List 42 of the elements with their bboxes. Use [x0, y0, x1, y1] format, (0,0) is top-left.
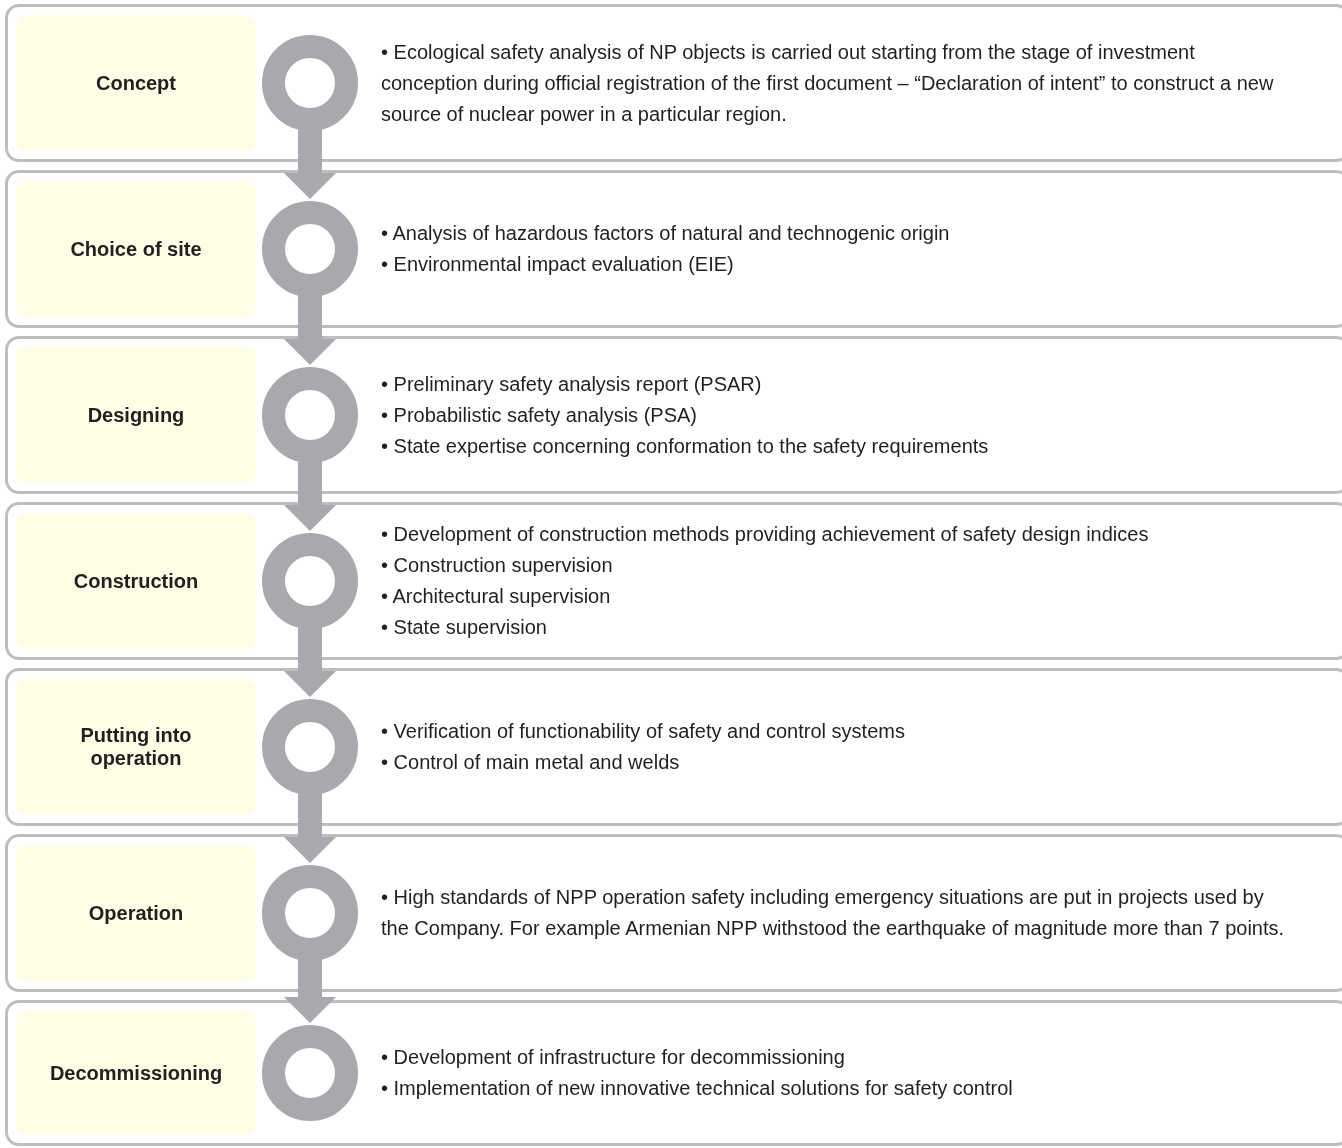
stage-band [5, 170, 1342, 328]
stage-label: Putting into operation [16, 679, 256, 815]
ring-marker [262, 865, 358, 961]
bullet-text: • Preliminary safety analysis report (PSAR) [381, 371, 763, 397]
bullet-text: • Implementation of new innovative technical solutions for safety control [381, 1076, 1014, 1101]
flow-arrow [284, 461, 336, 531]
flow-arrow [284, 959, 336, 1023]
ring-marker [262, 699, 358, 795]
ring-marker [262, 367, 358, 463]
bullet-text: • Development of construction methods providing achievement of safety design indices [381, 522, 1150, 547]
bullet-text: • Construction supervision [381, 553, 614, 578]
stage-label: Operation [16, 845, 256, 981]
bullet-text: • Ecological safety analysis of NP objects is carried out starting from the stage of investment conception during official registration of the first document – “Declaration of intent” to construct a new source of nuclear power in a particular region. [381, 39, 1275, 127]
ring-marker [262, 35, 358, 131]
stage-band [5, 1000, 1342, 1146]
stage-band [5, 668, 1342, 826]
flow-arrow [284, 793, 336, 863]
stage-label: Concept [16, 15, 256, 151]
bullet-text: • Verification of functionability of safety and control systems [381, 719, 906, 744]
bullet-text: • State expertise concerning conformation to the safety requirements [381, 433, 990, 459]
stage-label: Designing [16, 347, 256, 483]
stage-band [5, 834, 1342, 992]
ring-marker [262, 201, 358, 297]
flow-arrow [284, 295, 336, 365]
stage-label: Construction [16, 513, 256, 649]
bullet-text: • Architectural supervision [381, 584, 612, 609]
stage-label: Choice of site [16, 181, 256, 317]
flow-arrow [284, 129, 336, 199]
bullet-text: • Environmental impact evaluation (EIE) [381, 252, 735, 277]
flow-arrow [284, 627, 336, 697]
bullet-text: • Development of infrastructure for decommissioning [381, 1045, 846, 1070]
stage-label: Decommissioning [16, 1011, 256, 1135]
stage-band [5, 4, 1342, 162]
stage-band [5, 502, 1342, 660]
ring-marker [262, 1025, 358, 1121]
bullet-text: • High standards of NPP operation safety including emergency situations are put in projects used by the Company. For example Armenian NPP withstood the earthquake of magnitude more than 7 points. [381, 885, 1286, 941]
bullet-text: • Analysis of hazardous factors of natural and technogenic origin [381, 221, 951, 246]
bullet-text: • Control of main metal and welds [381, 750, 681, 775]
bullet-text: • State supervision [381, 615, 548, 640]
ring-marker [262, 533, 358, 629]
stage-band [5, 336, 1342, 494]
bullet-text: • Probabilistic safety analysis (PSA) [381, 402, 698, 428]
